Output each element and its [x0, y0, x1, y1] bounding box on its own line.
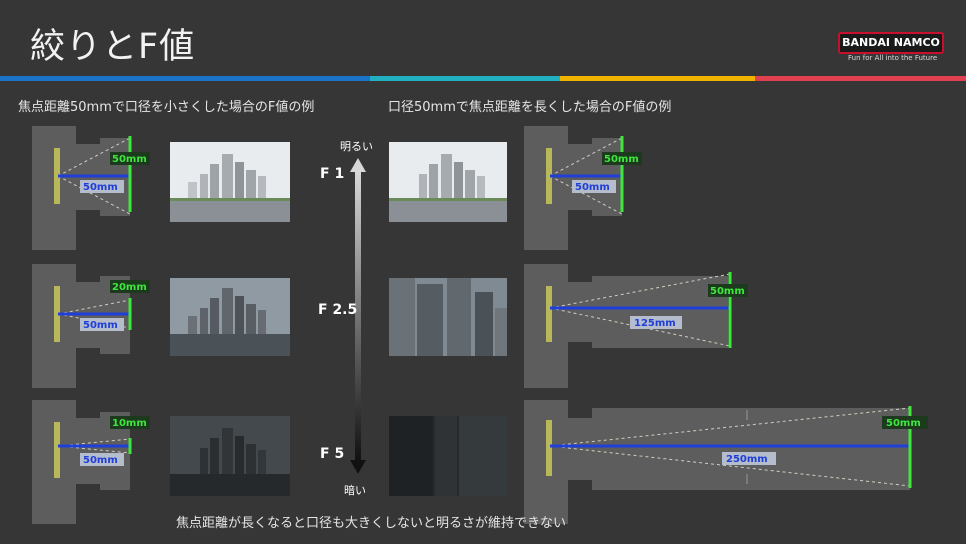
photo-left-f1: [170, 142, 290, 222]
focal-label: 50mm: [83, 182, 118, 193]
right-caption: 口径50mmで焦点距離を長くした場合のF値の例: [388, 100, 672, 115]
brightness-arrow: [350, 158, 366, 474]
photo-right-f1: [389, 142, 507, 222]
aperture-label: 10mm: [112, 418, 147, 429]
aperture-label: 50mm: [604, 154, 639, 165]
bottom-caption: 焦点距離が長くなると口径も大きくしないと明るさが維持できない: [176, 516, 567, 531]
focal-label: 125mm: [634, 318, 676, 329]
right-diagram-f1: 50mm 50mm: [524, 126, 642, 250]
page-title: 絞りとF値: [30, 27, 196, 67]
photo-left-f5: [170, 416, 290, 496]
aperture-label: 20mm: [112, 282, 147, 293]
focal-label: 50mm: [575, 182, 610, 193]
dark-label: 暗い: [344, 484, 366, 497]
f-value-25: F 2.5: [318, 302, 358, 318]
aperture-label: 50mm: [112, 154, 147, 165]
bright-label: 明るい: [340, 140, 373, 153]
left-diagram-f5: 10mm 50mm: [32, 400, 150, 524]
photo-right-f5: [389, 416, 507, 496]
photo-right-f25: [389, 278, 507, 356]
aperture-label: 50mm: [710, 286, 745, 297]
color-stripe: [0, 76, 966, 81]
aperture-label: 50mm: [886, 418, 921, 429]
left-diagram-f1: 50mm 50mm: [32, 126, 150, 250]
left-caption: 焦点距離50mmで口径を小さくした場合のF値の例: [18, 100, 315, 115]
brand-tagline: Fun for All into the Future: [848, 54, 938, 62]
brand-logo: BANDAI NAMCO: [838, 32, 944, 54]
photo-left-f25: [170, 278, 290, 356]
right-diagram-f25: 50mm 125mm: [524, 264, 748, 388]
left-diagram-f25: 20mm 50mm: [32, 264, 150, 388]
focal-label: 50mm: [83, 455, 118, 466]
right-diagram-f5: 50mm 250mm: [524, 400, 928, 524]
focal-label: 250mm: [726, 454, 768, 465]
f-value-1: F 1: [320, 166, 345, 182]
f-value-5: F 5: [320, 446, 345, 462]
focal-label: 50mm: [83, 320, 118, 331]
